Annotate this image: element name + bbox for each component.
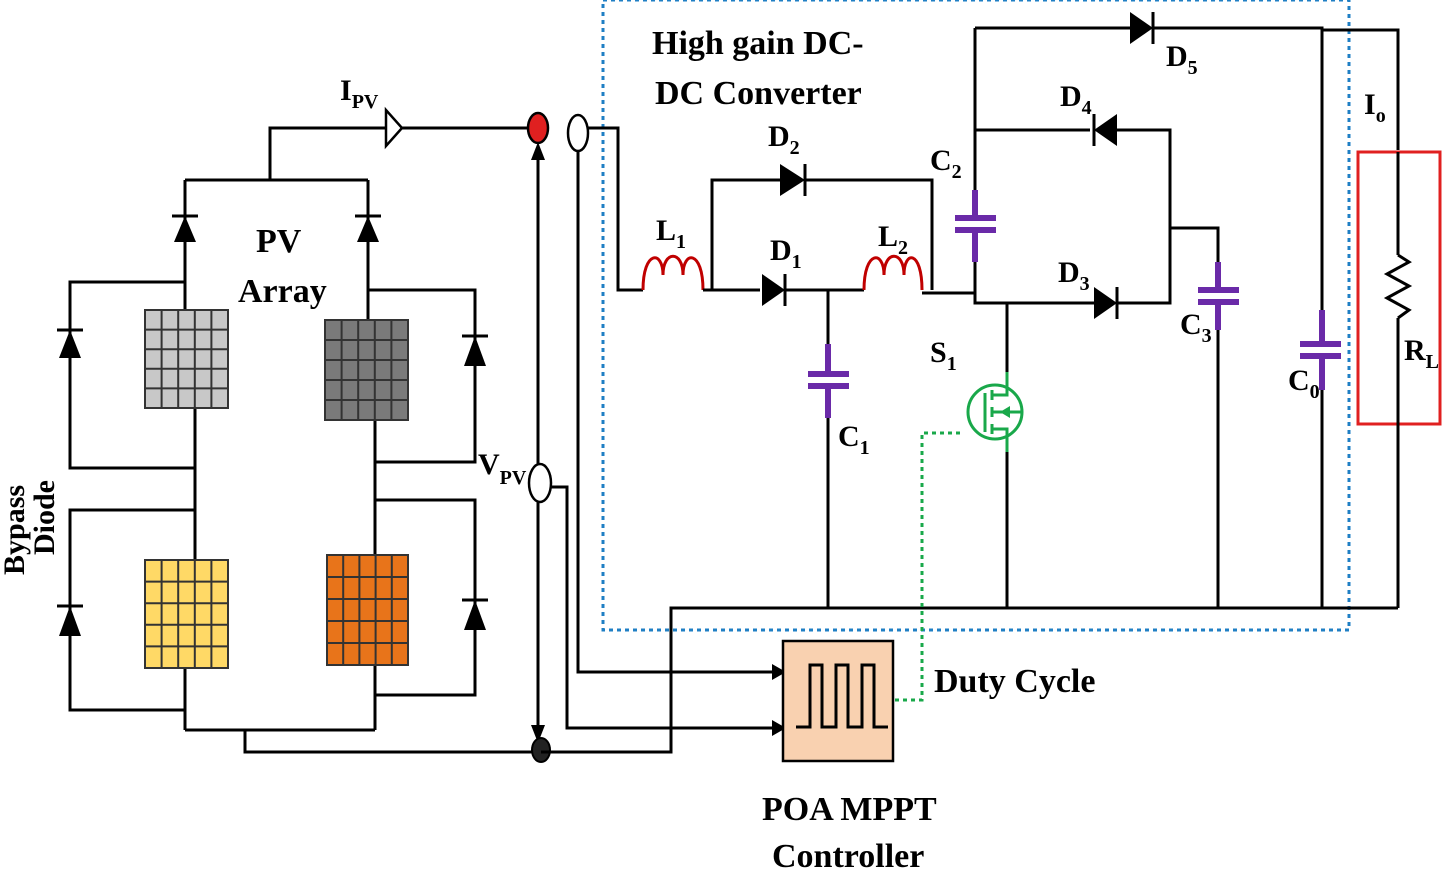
converter-title-2: DC Converter (655, 75, 862, 112)
mppt-controller (781, 639, 895, 763)
vpv-label: VPV (478, 448, 527, 489)
diode-d5 (1130, 12, 1155, 44)
pv-array-wiring (68, 126, 540, 754)
bypass-label-1: Bypass (0, 485, 31, 575)
diode-d2 (780, 164, 807, 196)
resistor-rl (1383, 253, 1413, 320)
bypass-label-2: Diode (28, 480, 61, 555)
d5-label: D5 (1166, 40, 1198, 79)
string-diode-left (172, 214, 198, 242)
string-diode-right (355, 214, 381, 242)
converter-input-wire (588, 126, 643, 292)
bypass-diode-top-right (462, 334, 488, 366)
bypass-diode-top-left (57, 328, 83, 358)
diode-d1 (762, 274, 787, 306)
pwm-waveform-icon (796, 663, 888, 729)
node-vpv-sense (527, 462, 553, 504)
switch-s1 (966, 372, 1024, 452)
controller-label-1: POA MPPT (762, 791, 937, 828)
c2-label: C2 (930, 144, 962, 183)
node-ground (531, 737, 551, 763)
io-label: Io (1364, 88, 1386, 127)
bypass-diode-bottom-right (462, 598, 488, 630)
c3-label: C3 (1180, 308, 1212, 347)
pv-array-label-2: Array (238, 273, 327, 310)
d2-label: D2 (768, 120, 800, 159)
ipv-arrow-icon (384, 106, 404, 150)
ipv-label: IPV (340, 74, 379, 113)
l1-label: L1 (656, 214, 686, 253)
inductor-l2 (862, 254, 924, 291)
rl-label: RL (1404, 334, 1439, 373)
pv-panel-top-left (144, 309, 229, 409)
converter-title-1: High gain DC- (652, 25, 864, 62)
duty-cycle-label: Duty Cycle (934, 663, 1095, 700)
diode-d4 (1092, 114, 1117, 146)
pv-panel-bottom-left (144, 559, 229, 669)
node-red (526, 111, 550, 145)
l2-label: L2 (878, 220, 908, 259)
capacitor-c1 (808, 344, 849, 418)
gate-signal-wire (893, 431, 960, 702)
diode-d3 (1094, 287, 1119, 319)
node-ipv-sense (566, 113, 590, 153)
vpv-measurement (531, 142, 545, 743)
c0-label: C0 (1288, 364, 1320, 403)
d4-label: D4 (1060, 80, 1092, 119)
ipv-sense-wire (576, 151, 780, 674)
s1-label: S1 (930, 336, 957, 375)
ground-return-wire (541, 606, 1398, 754)
d1-label: D1 (770, 234, 802, 273)
controller-label-2: Controller (772, 838, 924, 875)
vpv-sense-wire (551, 485, 780, 730)
c1-label: C1 (838, 420, 870, 459)
capacitor-c2 (955, 190, 996, 262)
inductor-l1 (641, 254, 705, 291)
d3-label: D3 (1058, 256, 1090, 295)
capacitor-c3 (1198, 262, 1239, 330)
bypass-diode-bottom-left (57, 604, 83, 636)
pv-panel-top-right (324, 319, 409, 421)
pv-panel-bottom-right (326, 554, 409, 666)
capacitor-c0 (1300, 310, 1341, 390)
pv-array-label-1: PV (256, 223, 302, 260)
